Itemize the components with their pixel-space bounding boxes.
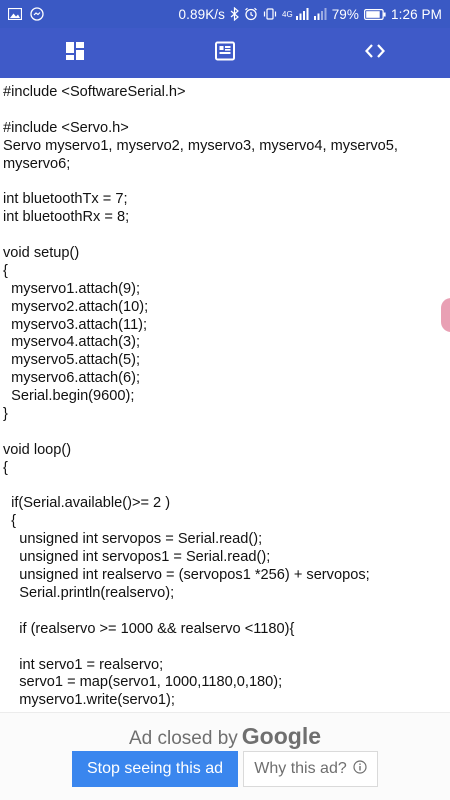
code-line: Serial.begin(9600);	[3, 388, 135, 405]
code-line	[0, 603, 450, 621]
stop-seeing-ad-button[interactable]: Stop seeing this ad	[72, 751, 238, 787]
code-line: Servo myservo1, myservo2, myservo3, myse…	[3, 137, 398, 154]
messenger-icon	[30, 7, 44, 21]
code-line: unsigned int realservo = (servopos1 *256…	[3, 567, 370, 584]
code-line: {	[3, 262, 8, 279]
alarm-icon	[244, 7, 258, 21]
code-icon	[365, 43, 385, 64]
code-line: myservo6.attach(6);	[3, 370, 141, 387]
code-line: myservo1.attach(9);	[3, 280, 141, 297]
why-this-ad-label: Why this ad?	[254, 760, 347, 777]
image-icon	[8, 8, 22, 20]
why-this-ad-button[interactable]: Why this ad?	[243, 751, 378, 787]
board-button[interactable]	[150, 28, 300, 78]
code-line: Serial.println(realservo);	[3, 584, 175, 601]
code-view-button[interactable]	[300, 28, 450, 78]
code-line: }	[3, 406, 8, 423]
code-line: unsigned int servopos1 = Serial.read();	[3, 549, 271, 566]
code-line: int bluetoothRx = 8;	[3, 209, 130, 226]
battery-percent: 79%	[331, 6, 360, 22]
signal-icon	[295, 8, 309, 20]
code-line	[0, 639, 450, 657]
fast-scroll-handle[interactable]	[441, 298, 450, 332]
code-line: int bluetoothTx = 7;	[3, 191, 128, 208]
code-line: void setup()	[3, 245, 80, 262]
code-line: int servo1 = realservo;	[3, 656, 164, 673]
code-lines: #include <SoftwareSerial.h> #include <Ser…	[0, 84, 450, 710]
code-viewer[interactable]: #include <SoftwareSerial.h> #include <Ser…	[0, 78, 450, 710]
google-logo: Google	[241, 723, 322, 749]
code-line: servo1 = map(servo1, 1000,1180,0,180);	[3, 674, 283, 691]
dashboard-icon	[65, 41, 85, 66]
toolbar	[0, 28, 450, 78]
code-line	[0, 424, 450, 442]
info-icon	[353, 759, 367, 779]
code-line: #include <SoftwareSerial.h>	[3, 84, 186, 100]
board-icon	[214, 41, 236, 66]
signal-icon	[313, 8, 327, 20]
code-line: if (realservo >= 1000 && realservo <1180…	[3, 620, 295, 637]
code-line	[0, 478, 450, 496]
code-line: myservo3.attach(11);	[3, 316, 148, 333]
code-line	[0, 102, 450, 120]
code-line: unsigned int servopos = Serial.read();	[3, 531, 263, 548]
battery-icon	[364, 8, 386, 20]
code-line: myservo2.attach(10);	[3, 298, 149, 315]
code-line: void loop()	[3, 441, 72, 458]
code-line: {	[3, 513, 16, 530]
network-speed: 0.89K/s	[178, 6, 226, 22]
signal-type: 4G	[282, 9, 293, 19]
ad-closed-text: Ad closed by	[128, 728, 238, 749]
code-line: #include <Servo.h>	[3, 119, 129, 136]
clock: 1:26 PM	[391, 6, 442, 22]
code-line: myservo1.write(servo1);	[3, 692, 175, 709]
bluetooth-icon	[230, 7, 239, 21]
dashboard-button[interactable]	[0, 28, 150, 78]
status-bar: 0.89K/s 4G 79% 1:26 PM	[0, 0, 450, 28]
code-line: myservo6;	[3, 155, 71, 172]
code-line	[0, 173, 450, 191]
code-line: myservo4.attach(3);	[3, 334, 141, 351]
code-line: {	[3, 459, 8, 476]
vibrate-icon	[263, 7, 277, 21]
code-line: myservo5.attach(5);	[3, 352, 141, 369]
code-line	[0, 227, 450, 245]
code-line: if(Serial.available()>= 2 )	[3, 495, 171, 512]
